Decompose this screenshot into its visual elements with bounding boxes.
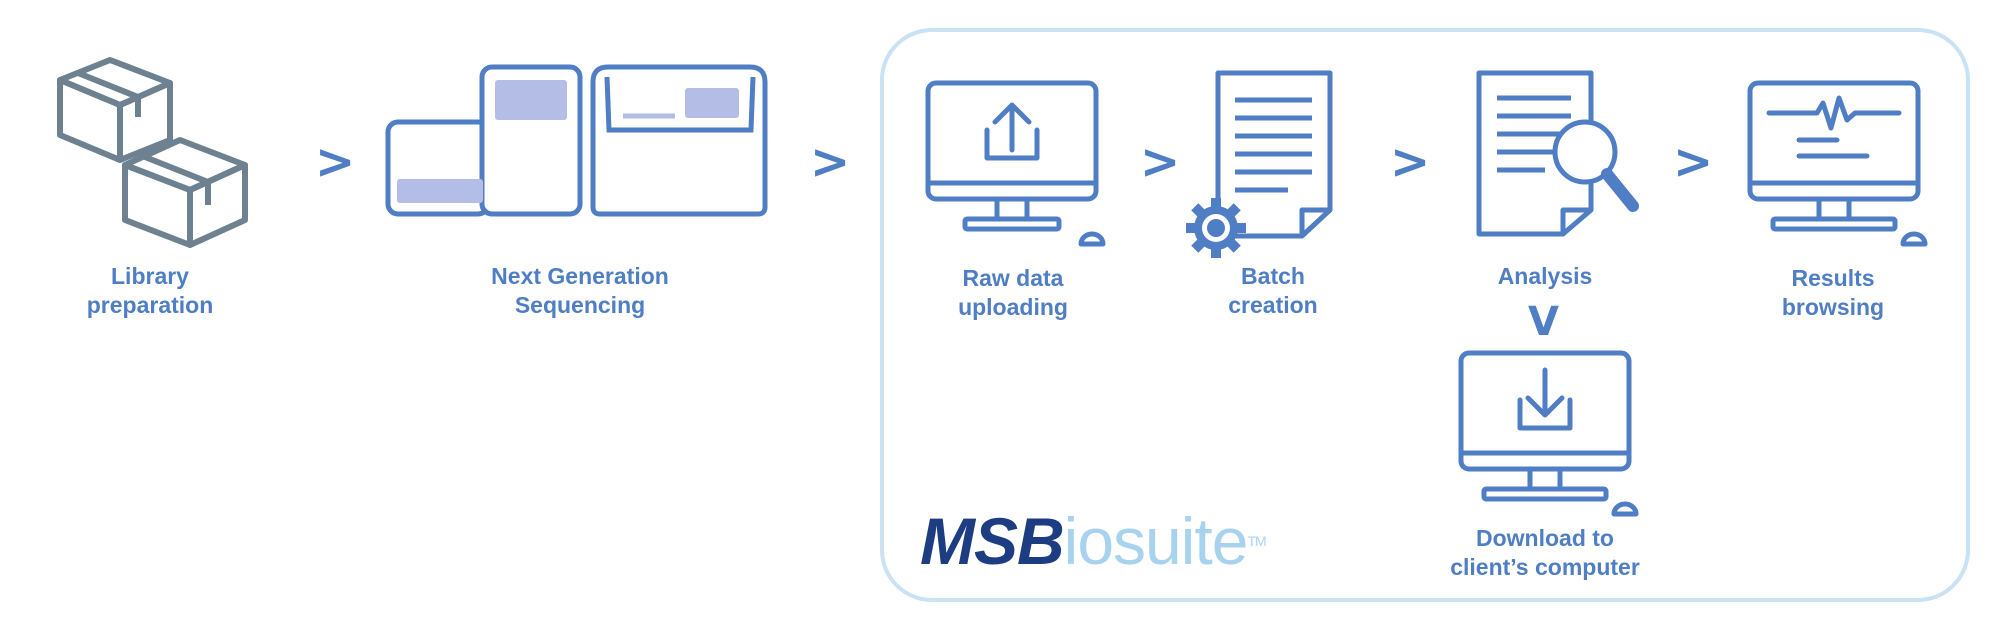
arrow-right-4: > — [1390, 134, 1431, 190]
arrow-down: V — [1528, 299, 1559, 345]
results-monitor-icon — [1747, 80, 1928, 247]
sequencer-icon — [385, 64, 768, 217]
arrow-right-5: > — [1673, 134, 1714, 190]
arrow-right-3: > — [1140, 134, 1181, 190]
download-monitor-icon — [1458, 350, 1639, 517]
arrow-right-2: > — [810, 134, 851, 190]
msbiosuite-panel — [880, 28, 1970, 602]
upload-monitor-icon — [925, 80, 1106, 247]
document-gear-icon — [1186, 70, 1333, 258]
label-analysis: Analysis — [1497, 263, 1593, 289]
msbiosuite-logo: MSBiosuiteTM — [920, 504, 1267, 578]
arrow-right-1: > — [315, 134, 356, 190]
boxes-icon — [57, 57, 248, 248]
document-magnifier-icon — [1476, 70, 1639, 237]
